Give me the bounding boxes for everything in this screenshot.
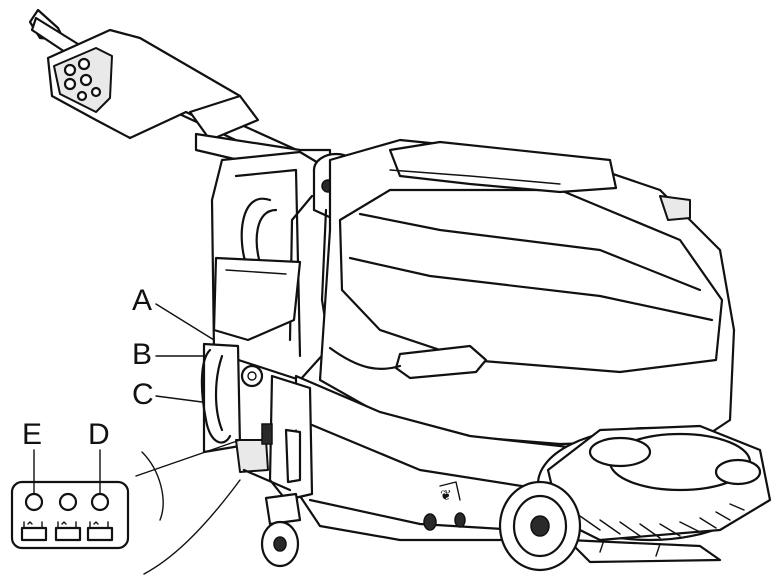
socket-e-icon [24, 492, 44, 512]
callout-d-label: D [88, 418, 110, 451]
brand-mark-icon: ❦ [440, 489, 452, 504]
caster-wheel [260, 492, 302, 568]
control-panel-buttons [63, 57, 102, 102]
callout-b-label: B [132, 338, 152, 371]
brush-deck [536, 424, 772, 564]
socket-d-icon [90, 492, 110, 512]
connector-detail-inset: E D [10, 418, 241, 575]
storage-pouch [212, 256, 302, 342]
callout-a: A [132, 284, 215, 341]
callout-c: C [132, 378, 203, 411]
callout-c-label: C [132, 378, 154, 411]
socket-middle-icon [58, 492, 78, 512]
tank-body [318, 138, 736, 446]
battery-symbol-icons [20, 521, 114, 542]
charger-cable-area [200, 342, 302, 492]
callout-e-label: E [22, 418, 42, 451]
callout-b: B [132, 338, 207, 371]
callout-a-label: A [132, 284, 152, 317]
rear-wheel [498, 480, 582, 572]
